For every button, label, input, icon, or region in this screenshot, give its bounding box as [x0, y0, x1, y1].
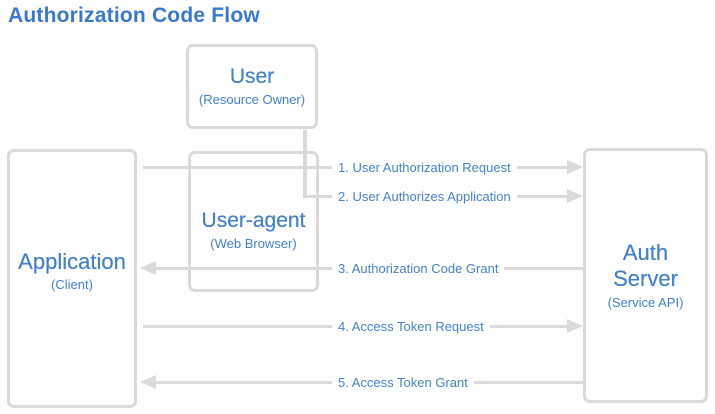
node-auth-server: Auth Server (Service API) [583, 148, 708, 403]
arrowhead-left-icon [140, 261, 156, 275]
flow-1-label: 1. User Authorization Request [332, 158, 517, 177]
arrowhead-right-icon [567, 189, 583, 203]
arrowhead-left-icon [140, 375, 156, 389]
node-user-subtitle: (Resource Owner) [198, 92, 306, 107]
node-user-agent-subtitle: (Web Browser) [210, 236, 297, 251]
node-application-subtitle: (Client) [51, 277, 93, 292]
flow-2-label: 2. User Authorizes Application [332, 187, 517, 206]
node-user-agent-title: User-agent [201, 209, 306, 232]
arrowhead-right-icon [567, 160, 583, 174]
node-user-agent: User-agent (Web Browser) [188, 151, 319, 292]
page-title: Authorization Code Flow [8, 4, 260, 27]
connector-user-down-line [303, 130, 307, 198]
node-auth-server-title: Auth Server [613, 240, 678, 291]
node-application-title: Application [18, 249, 126, 274]
flow-4-label: 4. Access Token Request [332, 317, 490, 336]
node-user: User (Resource Owner) [186, 44, 318, 129]
flow-3-label: 3. Authorization Code Grant [332, 259, 505, 278]
node-auth-server-subtitle: (Service API) [607, 295, 684, 310]
flow-5-label: 5. Access Token Grant [332, 373, 474, 392]
node-user-title: User [229, 65, 275, 88]
node-application: Application (Client) [7, 149, 137, 408]
arrowhead-right-icon [567, 319, 583, 333]
